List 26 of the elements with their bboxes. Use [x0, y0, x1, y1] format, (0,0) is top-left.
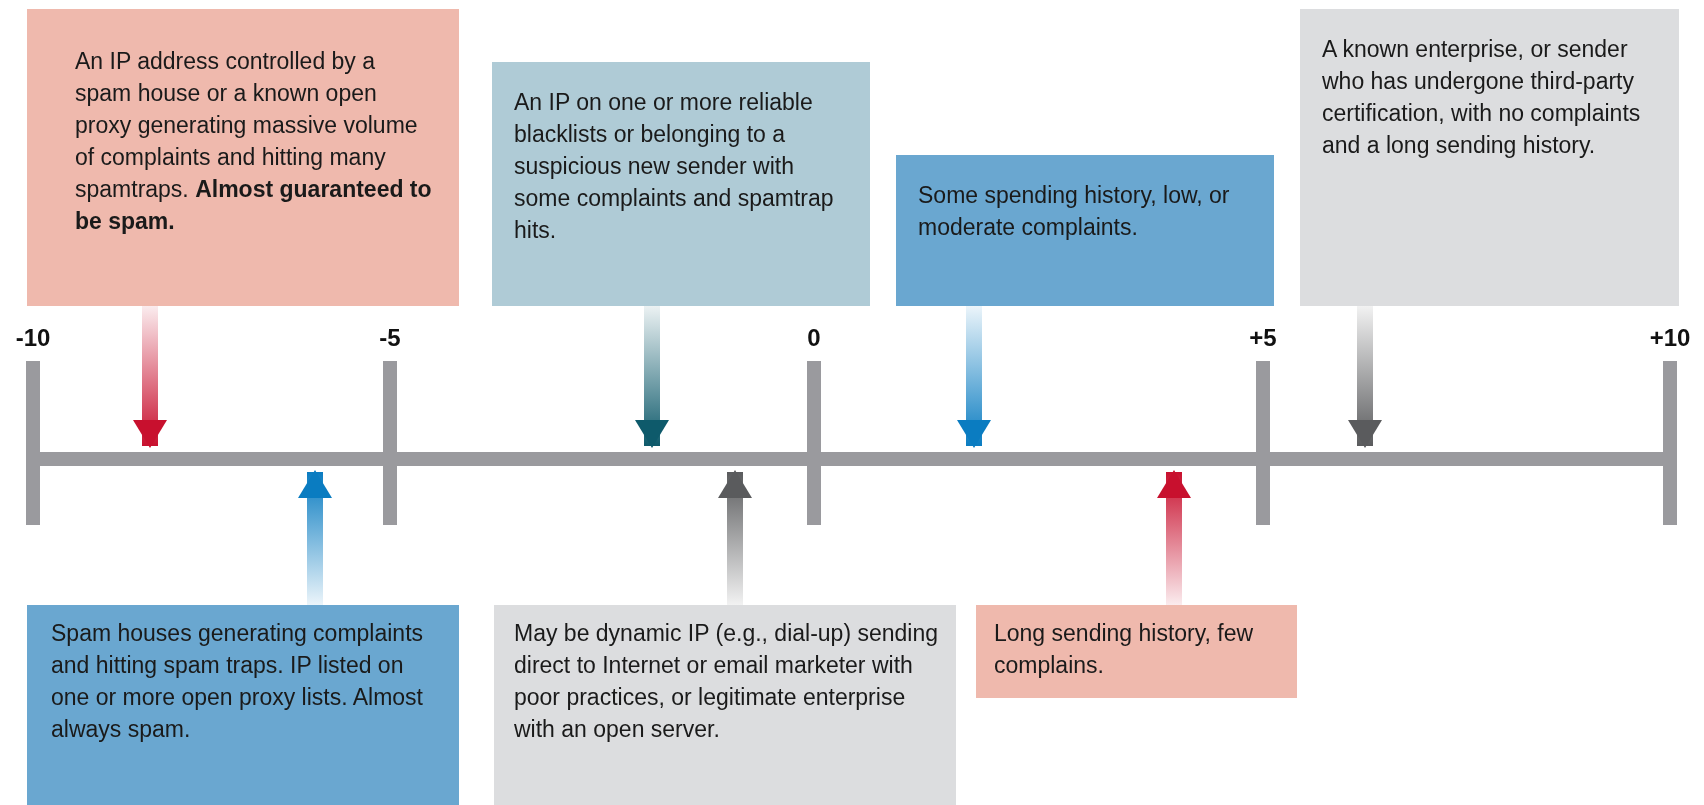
arrow	[718, 470, 752, 605]
tick-label: -10	[15, 324, 51, 352]
arrow	[133, 306, 167, 448]
description-text: An IP address controlled by a spam house or a known open proxy generating massive volume of complaints and hitting many spamtraps. Almost guaranteed to be spam.	[75, 47, 433, 236]
description-text: Long sending history, few complains.	[994, 619, 1255, 680]
tick-label: -5	[379, 324, 401, 352]
description-box	[492, 62, 870, 306]
description-box	[27, 9, 459, 306]
description-text: An IP on one or more reliable blacklists or belonging to a suspicious new sender with some complaints and spamtrap hits.	[514, 88, 835, 245]
arrow	[1157, 470, 1191, 605]
description-text: Some spending history, low, or moderate complaints.	[918, 181, 1231, 242]
tick-label: +10	[1649, 324, 1691, 352]
arrow	[298, 470, 332, 605]
description-text: A known enterprise, or sender who has undergone third-party certification, with no complaints and a long sending history.	[1322, 35, 1642, 160]
description-box	[494, 605, 956, 805]
tick-label: +5	[1249, 324, 1277, 352]
arrow	[635, 306, 669, 448]
arrow	[1348, 306, 1382, 448]
description-text: May be dynamic IP (e.g., dial-up) sending direct to Internet or email marketer with poor practices, or legitimate enterprise with an open server.	[514, 619, 940, 744]
description-text: Spam houses generating complaints and hitting spam traps. IP listed on one or more open proxy lists. Almost always spam.	[51, 619, 425, 744]
tick-label: 0	[807, 324, 821, 352]
description-box	[976, 605, 1297, 698]
description-box	[1300, 9, 1679, 306]
description-box	[27, 605, 459, 805]
arrow	[957, 306, 991, 448]
description-box	[896, 155, 1274, 306]
